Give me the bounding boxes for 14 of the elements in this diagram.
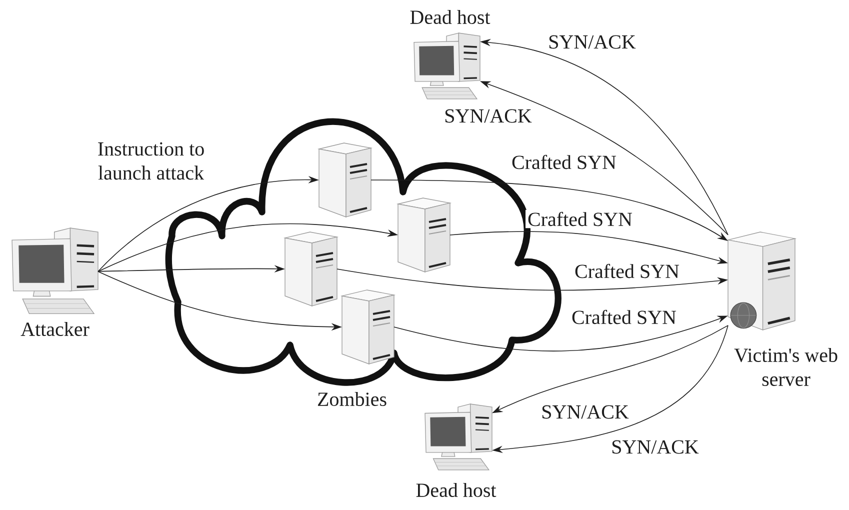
edge-label: Crafted SYN: [572, 262, 682, 280]
edge-label: SYN/ACK: [609, 438, 701, 456]
edge-label: SYN/ACK: [546, 33, 638, 51]
node-label: Attacker: [20, 322, 90, 336]
edge-label: SYN/ACK: [539, 403, 631, 421]
node-label: Dead host: [416, 482, 496, 498]
edge-label: Crafted SYN: [526, 210, 634, 228]
edge-label: SYN/ACK: [442, 107, 534, 125]
node-label: Dead host: [410, 10, 490, 24]
edge-label: Crafted SYN: [510, 152, 618, 172]
node-label: Zombies: [318, 392, 386, 406]
node-label: Victim's web server: [734, 348, 838, 386]
edge-label: Instruction to launch attack: [89, 140, 213, 182]
edge-label: Crafted SYN: [570, 308, 678, 326]
